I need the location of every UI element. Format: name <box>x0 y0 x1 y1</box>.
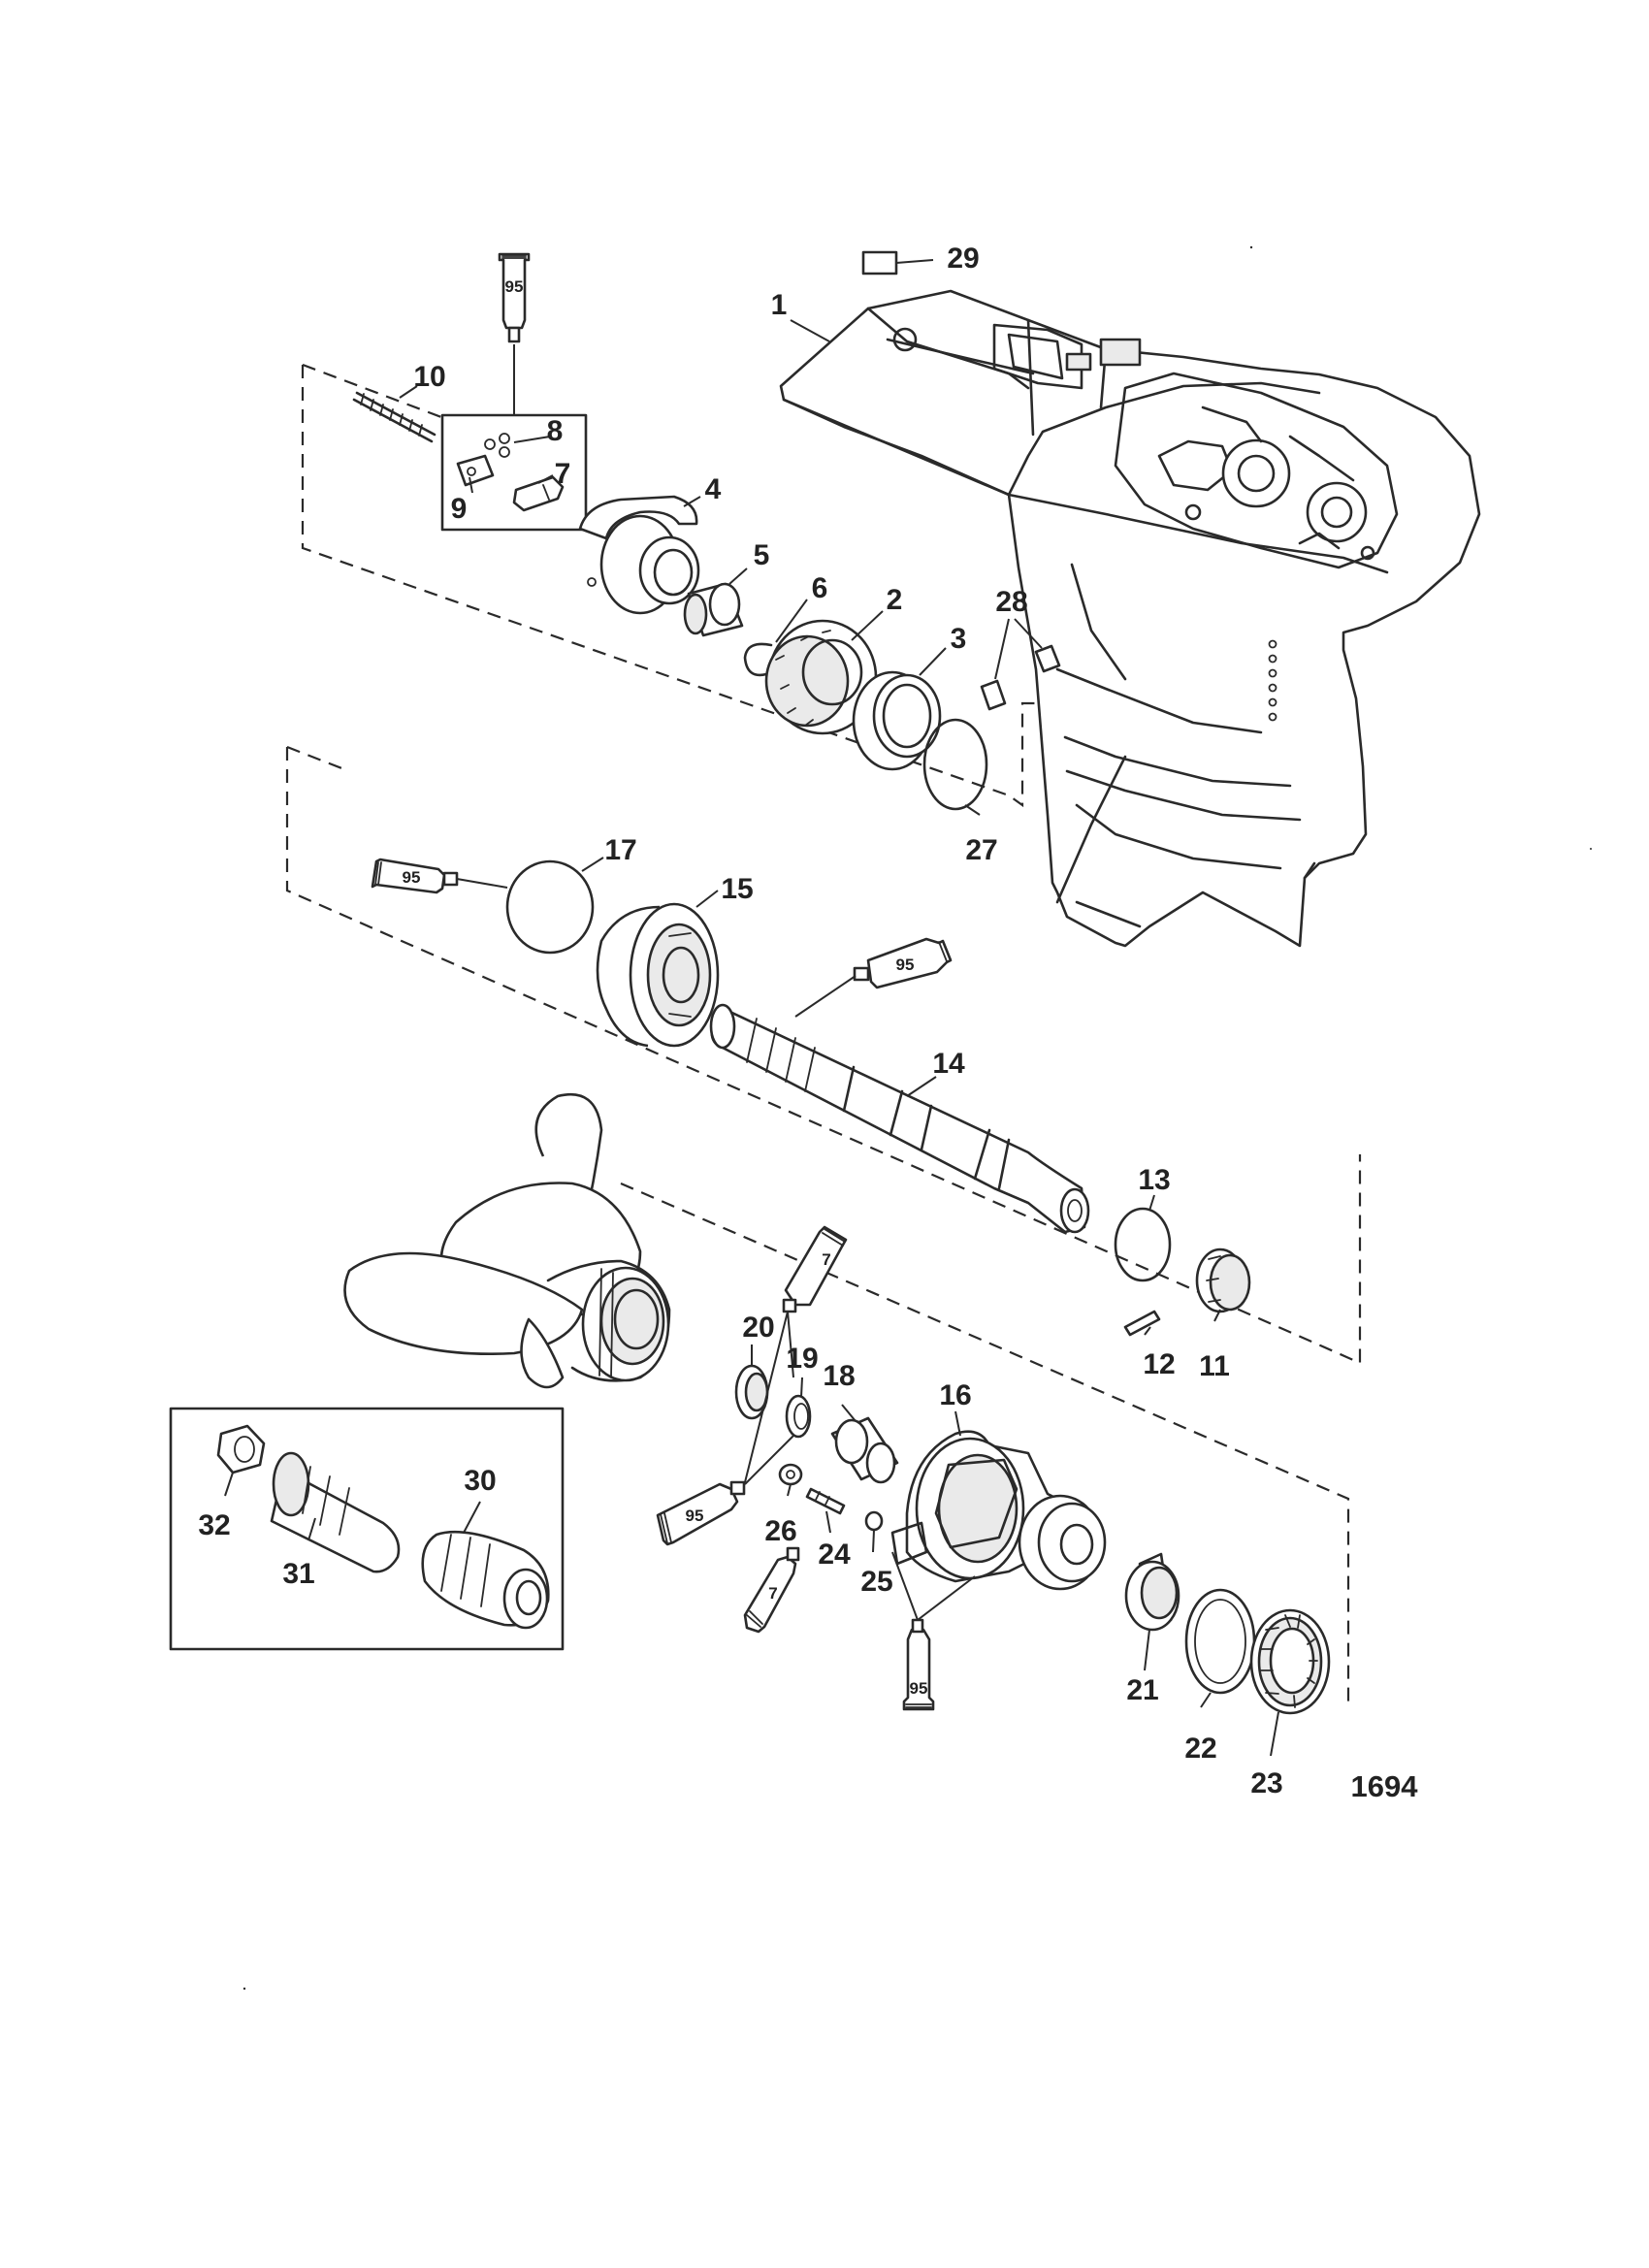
sealant-tube-label: 95 <box>686 1507 704 1525</box>
part-4-bearing-carrier <box>578 495 700 615</box>
sealant-tube-95-bottom: 95 <box>891 1551 976 1711</box>
sealant-tube-95-left: 95 <box>371 858 508 894</box>
figure-number: 1694 <box>1351 1769 1419 1803</box>
callout-27: 27 <box>965 834 997 866</box>
sealant-tube-label: 95 <box>505 277 524 296</box>
callout-21: 21 <box>1126 1674 1158 1706</box>
callout-9: 9 <box>451 493 468 525</box>
detent-parts-inset <box>440 344 588 532</box>
part-25-nut <box>864 1510 884 1532</box>
part-27-o-ring <box>922 718 988 811</box>
part-18-bushing <box>830 1416 899 1484</box>
part-17-o-ring <box>505 859 595 955</box>
callout-8: 8 <box>547 415 564 447</box>
callout-13: 13 <box>1138 1164 1170 1196</box>
part-29-plate <box>861 250 898 275</box>
part-11-clutch <box>1195 1247 1251 1313</box>
callout-16: 16 <box>939 1379 971 1411</box>
part-12-pin <box>1123 1310 1161 1337</box>
part-13-o-ring <box>1114 1207 1172 1282</box>
callout-10: 10 <box>413 361 445 393</box>
water-intake-holes <box>1268 639 1277 722</box>
callout-29: 29 <box>947 243 979 275</box>
callout-31: 31 <box>282 1558 314 1590</box>
assembly-boundary-lines <box>285 363 1362 1709</box>
callout-20: 20 <box>742 1312 774 1344</box>
part-26-washer <box>778 1463 803 1486</box>
callout-28: 28 <box>995 586 1027 618</box>
part-5-bushing <box>683 582 744 637</box>
part-14-propeller-shaft <box>709 1003 1090 1234</box>
callout-12: 12 <box>1143 1348 1175 1380</box>
callout-24: 24 <box>818 1539 851 1571</box>
callout-7: 7 <box>555 458 571 490</box>
callout-3: 3 <box>951 623 967 655</box>
callout-25: 25 <box>860 1566 892 1598</box>
part-28-pins <box>980 618 1061 711</box>
callout-1: 1 <box>771 289 788 321</box>
callout-2: 2 <box>887 584 903 616</box>
sealant-tube-95-shaft: 95 <box>794 937 953 1018</box>
callout-4: 4 <box>705 473 722 505</box>
part-6-retaining-ring <box>743 642 773 677</box>
sealant-tube-label: 95 <box>403 868 421 887</box>
callout-6: 6 <box>812 572 828 604</box>
sealant-tube-7-lower: 7 <box>743 1546 800 1634</box>
part-23-thrust-bearing <box>1249 1608 1331 1715</box>
callout-30: 30 <box>464 1465 496 1497</box>
callout-numbers: 1 2 3 4 5 6 7 8 9 10 11 12 13 14 15 16 1… <box>198 243 1282 1799</box>
part-2-gear <box>764 619 878 735</box>
callout-17: 17 <box>604 834 636 866</box>
callout-11: 11 <box>1199 1350 1230 1382</box>
callout-5: 5 <box>754 539 770 571</box>
callout-32: 32 <box>198 1509 230 1541</box>
callout-23: 23 <box>1250 1767 1282 1799</box>
sealant-tube-95-top: 95 <box>498 252 531 343</box>
callout-leader-lines <box>224 319 1279 1757</box>
callout-18: 18 <box>823 1360 855 1392</box>
sealant-tube-95-lower-left: 95 <box>656 1435 794 1546</box>
sealant-tube-label: 95 <box>910 1679 928 1698</box>
callout-26: 26 <box>764 1515 796 1547</box>
part-21-bearing <box>1124 1552 1180 1632</box>
part-19-seal <box>785 1394 812 1439</box>
part-24-stud <box>805 1487 846 1515</box>
sealant-tube-label: 7 <box>822 1250 830 1269</box>
sealant-tube-label: 95 <box>896 956 915 974</box>
propeller <box>343 1092 671 1389</box>
part-16-bearing-carrier <box>890 1430 1107 1591</box>
callout-22: 22 <box>1184 1733 1216 1765</box>
callout-15: 15 <box>721 873 753 905</box>
sealant-tube-7-upper: 7 <box>744 1225 848 1483</box>
part-15-retainer <box>596 902 720 1048</box>
gearcase-housing <box>779 289 1481 948</box>
callout-19: 19 <box>786 1343 818 1375</box>
part-10-spring <box>352 391 436 443</box>
callout-14: 14 <box>932 1048 965 1080</box>
part-22-thrust-washer <box>1184 1588 1256 1695</box>
propeller-hardware-inset <box>169 1407 565 1651</box>
sealant-tube-label: 7 <box>768 1584 777 1603</box>
part-3-shim-ring <box>852 670 942 771</box>
